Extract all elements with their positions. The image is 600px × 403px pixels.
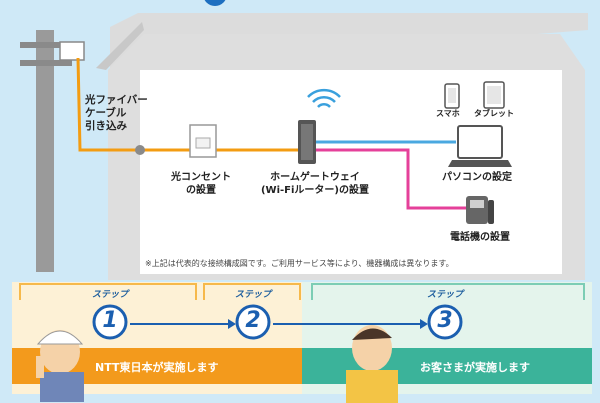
diagram-note: ※上記は代表的な接続構成図です。ご利用サービス等により、機器構成は異なります。 [145,259,454,268]
fiber-cable [76,57,300,152]
outlet-label: 光コンセント の設置 [165,172,237,197]
worker-icon [36,330,84,402]
tablet-icon [483,81,505,109]
telephone-icon [466,196,494,224]
step1-circle [92,304,128,340]
step3-circle [427,304,463,340]
outlet-icon [189,124,217,158]
ntt-band-label: NTT東日本が実施します [95,361,219,374]
step1-tag: ステップ [92,290,129,300]
router-label: ホームゲートウェイ (Wi-Fiルーター)の設置 [245,172,385,197]
step2-circle [235,304,271,340]
step1-number: 1 [102,308,118,333]
tablet-label: タブレット [474,109,514,118]
arrow-right-icon [130,319,236,329]
fiber-label: 光ファイバー ケーブル 引き込み [85,94,148,133]
fiber-label-line2: ケーブル [85,107,127,120]
step3-number: 3 [437,308,453,333]
outlet-label-line2: の設置 [186,184,216,196]
header-circle-fragment [204,0,226,6]
fiber-label-line3: 引き込み [85,120,127,133]
router-label-line2: (Wi-Fiルーター)の設置 [260,184,369,196]
pc-label: パソコンの設定 [442,172,512,183]
wifi-icon [307,88,341,108]
fiber-label-line1: 光ファイバー [85,94,148,106]
smartphone-label: スマホ [436,109,460,118]
step2-number: 2 [245,308,261,333]
customer-band-label: お客さまが実施します [420,361,530,374]
smartphone-icon [444,83,460,109]
wall-entry-point [135,145,145,155]
arrow-right-icon [273,319,428,329]
phone-cable [316,148,466,210]
bracket-step3 [311,283,585,300]
bracket-step1 [19,283,197,300]
step3-tag: ステップ [427,290,464,300]
laptop-icon [448,125,512,167]
router-label-line1: ホームゲートウェイ [270,172,360,183]
outlet-label-line1: 光コンセント [171,172,231,183]
router-icon [298,120,316,164]
customer-icon [346,325,398,403]
utility-pole-icon [20,30,85,272]
bracket-step2 [203,283,301,300]
step2-tag: ステップ [235,290,272,300]
phone-label: 電話機の設置 [450,232,510,243]
